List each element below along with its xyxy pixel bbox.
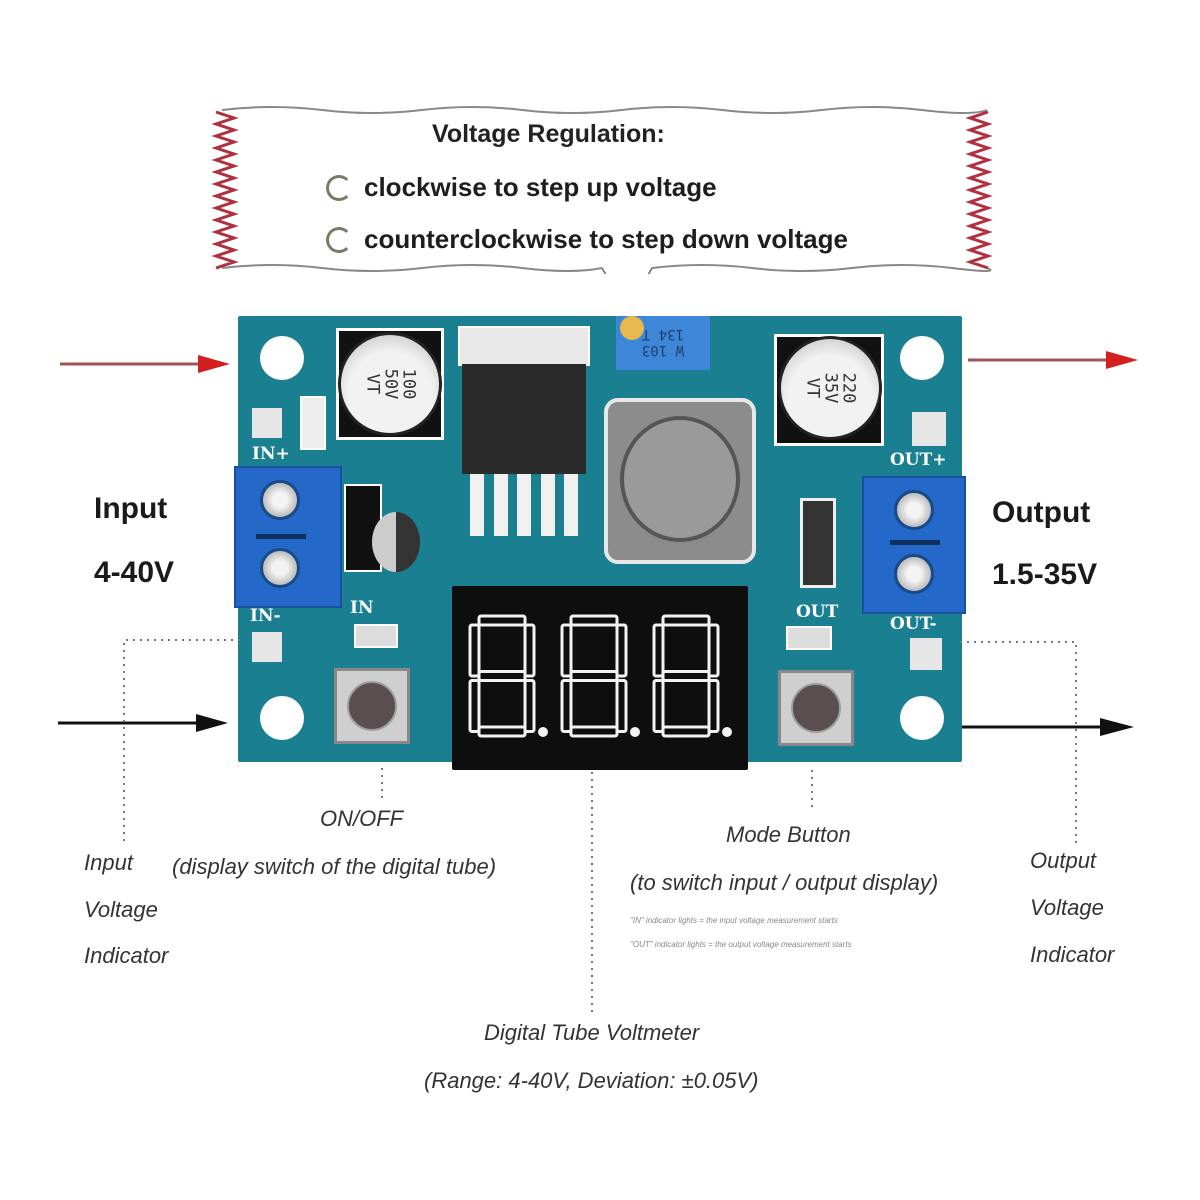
digit-2-segment xyxy=(569,670,619,682)
in-plus-pad xyxy=(252,408,282,438)
input-indicator-label-3: Indicator xyxy=(84,943,169,968)
output-signal-arrow xyxy=(962,718,1134,736)
terminal-divider xyxy=(256,534,306,539)
mode-button-label: Mode Button xyxy=(726,822,851,847)
digit-3-decimal-point xyxy=(722,727,732,737)
fuse xyxy=(800,498,836,588)
mode-button-description: (to switch input / output display) xyxy=(630,870,939,895)
output-title: Output xyxy=(992,496,1091,529)
zigzag-border-left xyxy=(212,110,239,270)
output-terminal-block xyxy=(862,476,966,614)
digit-3-segment xyxy=(707,679,720,733)
voltmeter-description: (Range: 4-40V, Deviation: ±0.05V) xyxy=(424,1068,759,1093)
callout-line-counterclockwise: counterclockwise to step down voltage xyxy=(326,224,848,255)
transistor xyxy=(372,512,420,572)
digit-1-decimal-point xyxy=(538,727,548,737)
input-terminal-screw[interactable] xyxy=(260,480,300,520)
out-plus-pad xyxy=(912,412,946,446)
digit-1-segment xyxy=(523,623,536,678)
mounting-hole xyxy=(260,696,304,740)
silkscreen-in-plus: IN+ xyxy=(252,444,290,464)
seven-segment-digits xyxy=(468,614,732,738)
on-off-button[interactable] xyxy=(334,668,410,744)
digit-3-segment xyxy=(652,679,665,733)
digit-1-segment xyxy=(523,679,536,733)
digit-2-segment xyxy=(569,614,619,627)
inductor xyxy=(604,398,756,564)
callout-line-text: clockwise to step up voltage xyxy=(364,172,717,202)
silkscreen-in-minus: IN- xyxy=(250,606,281,626)
digit-3-segment xyxy=(707,623,720,678)
mode-button[interactable] xyxy=(778,670,854,746)
callout-title: Voltage Regulation: xyxy=(432,120,665,148)
button-cap xyxy=(347,681,397,731)
digital-tube-display xyxy=(452,586,748,770)
digit-2-decimal-point xyxy=(630,727,640,737)
output-terminal-screw[interactable] xyxy=(894,490,934,530)
rotate-counterclockwise-icon xyxy=(326,226,352,253)
voltmeter-label: Digital Tube Voltmeter xyxy=(484,1020,700,1045)
callout-line-clockwise: clockwise to step up voltage xyxy=(326,172,717,203)
in-indicator-led xyxy=(354,624,398,648)
callout-line-text: counterclockwise to step down voltage xyxy=(364,224,848,254)
silkscreen-in-led: IN xyxy=(350,598,374,618)
digit-1-segment xyxy=(477,614,527,627)
out-indicator-led xyxy=(786,626,832,650)
digit-1-segment xyxy=(468,679,481,733)
silkscreen-out-led: OUT xyxy=(796,602,839,622)
digit-3-segment xyxy=(661,670,711,682)
input-indicator-label-1: Input xyxy=(84,850,133,875)
terminal-divider xyxy=(890,540,940,545)
output-indicator-label-2: Voltage xyxy=(1030,895,1104,920)
silkscreen-out-plus: OUT+ xyxy=(890,450,947,470)
mode-note-out: "OUT" indicator lights = the output volt… xyxy=(630,940,852,949)
output-indicator-label-1: Output xyxy=(1030,848,1097,873)
input-range: 4-40V xyxy=(94,556,175,589)
mounting-hole xyxy=(900,696,944,740)
output-indicator-label-3: Indicator xyxy=(1030,942,1115,967)
digit-2-segment xyxy=(560,679,573,733)
input-power-arrow xyxy=(60,355,230,373)
digit-2-segment xyxy=(615,623,628,678)
input-terminal-screw[interactable] xyxy=(260,548,300,588)
input-terminal-block xyxy=(234,466,342,608)
digit-1-segment xyxy=(468,623,481,678)
digit-3-segment xyxy=(661,614,711,627)
input-title: Input xyxy=(94,492,168,525)
on-off-description: (display switch of the digital tube) xyxy=(172,854,497,879)
input-indicator-label-2: Voltage xyxy=(84,897,158,922)
digit-1-segment xyxy=(477,670,527,682)
regulator-pins xyxy=(470,474,578,536)
out-minus-pad xyxy=(910,638,942,670)
regulator-ic xyxy=(462,364,586,474)
digit-2-segment xyxy=(560,623,573,678)
in-minus-pad xyxy=(252,632,282,662)
smd-resistor xyxy=(300,396,326,450)
output-terminal-screw[interactable] xyxy=(894,554,934,594)
button-cap xyxy=(791,683,841,733)
voltage-regulation-callout xyxy=(212,106,992,274)
digit-3-segment xyxy=(652,623,665,678)
on-off-label: ON/OFF xyxy=(320,806,404,831)
zigzag-border-right xyxy=(965,110,992,270)
digit-2-segment xyxy=(615,679,628,733)
input-indicator-leader xyxy=(123,639,240,846)
output-indicator-leader xyxy=(960,641,1077,848)
mounting-hole xyxy=(260,336,304,380)
mode-note-in: "IN" indicator lights = the input voltag… xyxy=(630,916,838,925)
input-signal-arrow xyxy=(58,714,228,732)
potentiometer-screw[interactable] xyxy=(620,316,644,340)
output-range: 1.5-35V xyxy=(992,558,1098,591)
output-power-arrow xyxy=(968,351,1138,369)
mounting-hole xyxy=(900,336,944,380)
silkscreen-out-minus: OUT- xyxy=(890,614,937,634)
rotate-clockwise-icon xyxy=(326,174,352,201)
